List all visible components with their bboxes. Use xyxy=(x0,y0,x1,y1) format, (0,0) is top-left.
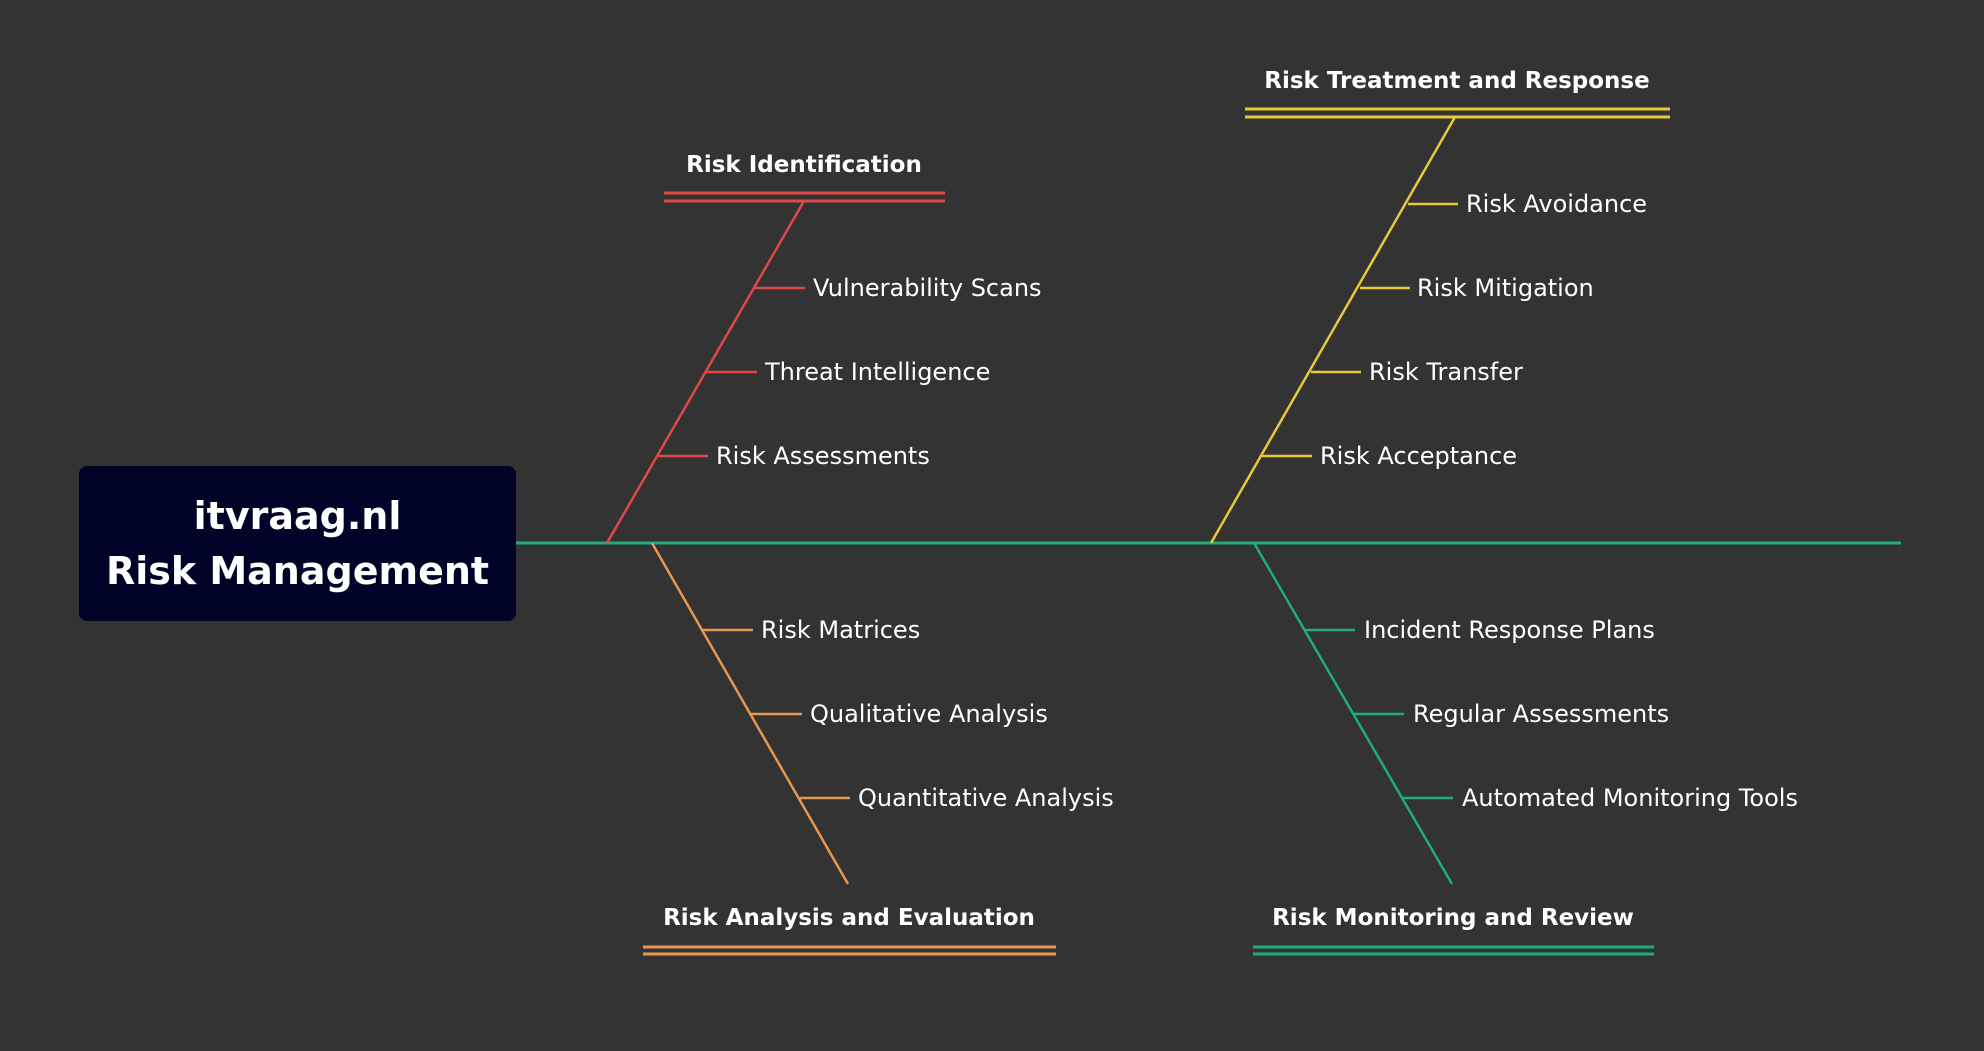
leaf-risk-mitigation[interactable]: Risk Mitigation xyxy=(1417,274,1594,302)
root-title-line-2: Risk Management xyxy=(105,548,490,593)
branch-line-risk-identification xyxy=(605,200,806,544)
root-title-line-1: itvraag.nl xyxy=(193,493,402,538)
leaf-risk-avoidance[interactable]: Risk Avoidance xyxy=(1466,190,1648,218)
leaf-quantitative-analysis[interactable]: Quantitative Analysis xyxy=(858,784,1114,812)
leaf-risk-acceptance[interactable]: Risk Acceptance xyxy=(1320,442,1518,470)
leaf-automated-monitoring-tools[interactable]: Automated Monitoring Tools xyxy=(1462,784,1798,812)
category-title-risk-treatment-response[interactable]: Risk Treatment and Response xyxy=(1264,68,1650,94)
root-node[interactable]: itvraag.nl Risk Management xyxy=(79,466,516,621)
leaf-incident-response-plans[interactable]: Incident Response Plans xyxy=(1364,616,1655,644)
category-title-risk-analysis-evaluation[interactable]: Risk Analysis and Evaluation xyxy=(663,905,1035,931)
leaf-risk-assessments[interactable]: Risk Assessments xyxy=(716,442,930,470)
branch-line-risk-analysis-evaluation xyxy=(650,542,850,885)
category-title-risk-monitoring-review[interactable]: Risk Monitoring and Review xyxy=(1272,905,1634,931)
branch-lines xyxy=(605,107,1670,956)
leaf-risk-matrices[interactable]: Risk Matrices xyxy=(761,616,921,644)
leaf-vulnerability-scans[interactable]: Vulnerability Scans xyxy=(813,274,1042,302)
branch-line-risk-treatment-response xyxy=(1209,116,1457,544)
leaf-regular-assessments[interactable]: Regular Assessments xyxy=(1413,700,1670,728)
category-title-risk-identification[interactable]: Risk Identification xyxy=(686,152,922,178)
leaf-threat-intelligence[interactable]: Threat Intelligence xyxy=(765,358,991,386)
leaf-risk-transfer[interactable]: Risk Transfer xyxy=(1369,358,1523,386)
leaf-qualitative-analysis[interactable]: Qualitative Analysis xyxy=(810,700,1048,728)
